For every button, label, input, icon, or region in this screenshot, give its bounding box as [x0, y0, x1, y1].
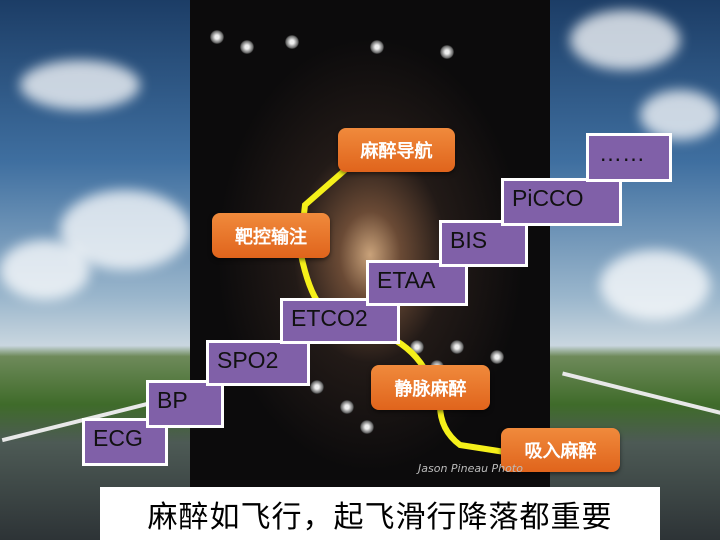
monitor-bp: BP [146, 380, 224, 428]
slide-caption: 麻醉如飞行，起飞滑行降落都重要 [100, 487, 660, 540]
stage-navigation: 麻醉导航 [338, 128, 455, 172]
monitor-picco: PiCCO [501, 178, 622, 226]
stage-iv: 静脉麻醉 [371, 365, 490, 410]
monitor-etaa: ETAA [366, 260, 468, 306]
monitor-bis: BIS [439, 220, 528, 267]
stage-tci: 靶控输注 [212, 213, 330, 258]
photo-watermark: Jason Pineau Photo [418, 462, 523, 475]
stage-inhalation: 吸入麻醉 [501, 428, 620, 472]
monitor-more: …… [586, 133, 672, 182]
monitor-spo2: SPO2 [206, 340, 310, 386]
